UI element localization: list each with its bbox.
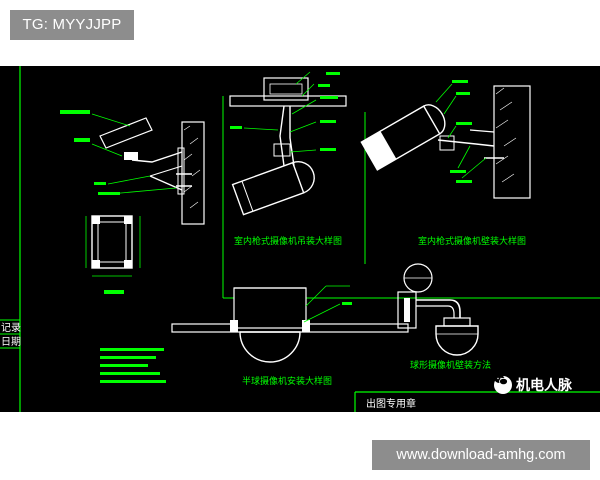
cad-drawing: 记录 日期 出图专用章: [0, 66, 600, 412]
half-dome-camera: [171, 285, 409, 363]
left-title-panel: 记录 日期: [0, 319, 21, 349]
bottom-bar-label: 出图专用章: [366, 397, 416, 410]
bracket-plan-view: [85, 215, 141, 294]
panel-label-date: 日期: [1, 336, 21, 348]
panel-label-record: 记录: [1, 322, 21, 334]
speed-dome-camera: [397, 263, 479, 356]
caption-half-dome: 半球摄像机安装大样图: [242, 375, 332, 387]
caption-wall-gun: 室内枪式摄像机壁装大样图: [418, 235, 526, 247]
caption-ceiling-gun: 室内枪式摄像机吊装大样图: [234, 235, 342, 247]
drawing-frame: [19, 66, 600, 412]
ceiling-gun-camera: [229, 71, 347, 216]
footer-tag: www.download-amhg.com: [372, 440, 590, 470]
header-tag: TG: MYYJJPP: [10, 10, 134, 40]
notes-block: [100, 348, 166, 383]
caption-speed-dome: 球形摄像机壁装方法: [410, 359, 491, 371]
wall-gun-camera: [360, 80, 531, 199]
section-dividers: [222, 96, 600, 299]
wechat-watermark: 机电人脉: [494, 374, 572, 396]
wechat-icon: [494, 375, 512, 394]
watermark-text: 机电人脉: [516, 378, 572, 394]
wall-bracket-detail: [60, 110, 205, 225]
cad-canvas: 记录 日期 出图专用章: [0, 66, 600, 412]
